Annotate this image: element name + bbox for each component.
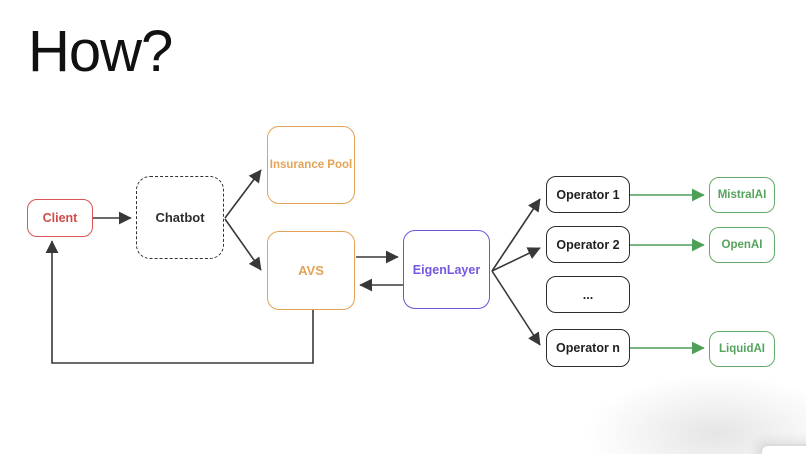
arrow-eigenlayer-operator2 [491, 247, 541, 272]
node-mistralai: MistralAI [709, 177, 775, 213]
node-operator-n: Operator n [546, 329, 630, 367]
node-openai-label: OpenAI [721, 239, 763, 251]
arrow-avs-client-feedback [45, 240, 314, 364]
node-operator-2-label: Operator 2 [556, 237, 620, 252]
node-insurance-pool: Insurance Pool [267, 126, 355, 204]
node-chatbot: Chatbot [136, 176, 224, 259]
node-openai: OpenAI [709, 227, 775, 263]
arrow-eigenlayer-operator1 [491, 198, 541, 272]
node-insurance-pool-label: Insurance Pool [269, 159, 353, 171]
node-client-label: Client [42, 211, 78, 225]
node-avs-label: AVS [298, 263, 324, 278]
node-operator-n-label: Operator n [556, 341, 620, 355]
node-operator-1: Operator 1 [546, 176, 630, 213]
node-operator-1-label: Operator 1 [556, 187, 620, 202]
video-overlay-card [760, 444, 806, 454]
node-liquidai-label: LiquidAI [719, 343, 765, 355]
page-title: How? [28, 19, 173, 84]
arrow-chatbot-avs [224, 218, 262, 271]
arrow-eigenlayer-operatorn [491, 270, 541, 346]
node-avs: AVS [267, 231, 355, 310]
node-operator-ellipsis: ... [546, 276, 630, 313]
node-eigenlayer: EigenLayer [403, 230, 490, 309]
node-chatbot-label: Chatbot [155, 210, 205, 225]
arrow-chatbot-insurance-pool [224, 169, 262, 219]
node-operator-2: Operator 2 [546, 226, 630, 263]
node-eigenlayer-label: EigenLayer [412, 262, 481, 277]
node-liquidai: LiquidAI [709, 331, 775, 367]
node-mistralai-label: MistralAI [717, 189, 767, 201]
node-client: Client [27, 199, 93, 237]
node-operator-ellipsis-label: ... [582, 287, 594, 302]
